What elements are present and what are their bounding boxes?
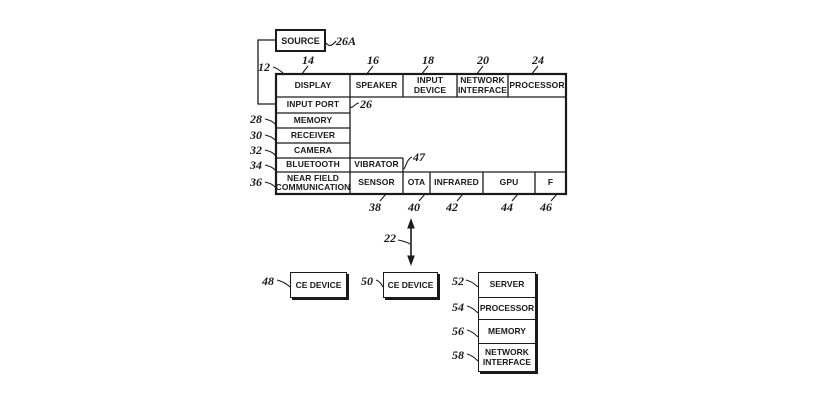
sensor-label: SENSOR	[358, 177, 395, 188]
display-label: DISPLAY	[294, 79, 332, 90]
receiver-cell: RECEIVER	[276, 128, 350, 143]
ref-label-52: 52	[452, 274, 464, 288]
server-label: SERVER	[489, 279, 525, 290]
ref-label-26a: 26A	[336, 34, 357, 48]
leader-54	[466, 305, 479, 314]
ref-label-20: 20	[477, 53, 489, 67]
ref-label-54: 54	[452, 300, 464, 314]
leader-48	[276, 279, 291, 288]
near-field-communication-cell: NEAR FIELD COMMUNICATION	[275, 172, 351, 194]
server-stack: SERVER PROCESSOR MEMORY NETWORK INTERFAC…	[478, 272, 536, 372]
source-box: SOURCE	[275, 29, 326, 52]
memory-label: MEMORY	[293, 114, 333, 125]
ce-device-box-48: CE DEVICE	[290, 272, 347, 298]
network-interface-label: NETWORK INTERFACE	[457, 75, 508, 95]
display-cell: DISPLAY	[276, 74, 350, 97]
near-field-communication-label: NEAR FIELD COMMUNICATION	[275, 172, 351, 192]
infrared-cell: INFRARED	[430, 172, 483, 194]
server-network-interface-label: NETWORK INTERFACE	[482, 347, 532, 367]
server-cell: SERVER	[479, 273, 535, 297]
ref-label-44: 44	[501, 200, 513, 214]
leader-50	[375, 279, 384, 288]
input-port-cell: INPUT PORT	[276, 97, 350, 113]
ref-label-50: 50	[361, 274, 373, 288]
ref-label-58: 58	[452, 348, 464, 362]
server-memory-label: MEMORY	[488, 325, 526, 336]
bluetooth-cell: BLUETOOTH	[276, 158, 350, 172]
gpu-label: GPU	[499, 177, 519, 188]
f-cell: F	[535, 172, 566, 194]
leader-58	[466, 353, 479, 362]
leader-32	[264, 149, 277, 157]
bluetooth-label: BLUETOOTH	[286, 159, 340, 170]
ref-label-48: 48	[262, 274, 274, 288]
processor-cell: PROCESSOR	[508, 74, 566, 97]
ref-label-46: 46	[540, 200, 552, 214]
infrared-label: INFRARED	[434, 177, 479, 188]
leader-22	[397, 239, 411, 245]
leader-26	[349, 102, 360, 108]
ref-label-30: 30	[250, 128, 262, 142]
leader-30	[264, 134, 277, 142]
input-port-label: INPUT PORT	[286, 99, 340, 110]
ref-label-40: 40	[408, 200, 420, 214]
ce-device-50-label: CE DEVICE	[387, 280, 434, 290]
vibrator-label: VIBRATOR	[354, 159, 399, 170]
speaker-label: SPEAKER	[355, 79, 398, 90]
camera-label: CAMERA	[294, 144, 332, 155]
processor-label: PROCESSOR	[509, 79, 565, 90]
input-device-label: INPUT DEVICE	[413, 75, 447, 95]
bidirectional-arrow-icon	[407, 218, 415, 266]
receiver-label: RECEIVER	[290, 129, 336, 140]
ref-label-28: 28	[250, 112, 262, 126]
leader-52	[465, 279, 479, 288]
ota-cell: OTA	[403, 172, 430, 194]
ref-label-16: 16	[367, 53, 379, 67]
camera-cell: CAMERA	[276, 143, 350, 158]
server-network-interface-cell: NETWORK INTERFACE	[479, 343, 535, 371]
server-processor-cell: PROCESSOR	[479, 297, 535, 319]
server-processor-label: PROCESSOR	[479, 302, 535, 313]
leader-26a	[325, 40, 337, 46]
ref-label-26: 26	[360, 97, 372, 111]
leader-34	[264, 164, 277, 172]
ref-label-22: 22	[384, 231, 396, 245]
f-label: F	[547, 177, 554, 188]
leader-36	[264, 181, 277, 189]
leader-56	[466, 329, 479, 338]
ref-label-34: 34	[250, 158, 262, 172]
ref-label-56: 56	[452, 324, 464, 338]
leader-28	[264, 118, 277, 126]
ref-label-14: 14	[302, 53, 314, 67]
network-interface-cell: NETWORK INTERFACE	[457, 74, 508, 97]
ce-device-box-50: CE DEVICE	[383, 272, 438, 298]
server-memory-cell: MEMORY	[479, 319, 535, 343]
input-device-cell: INPUT DEVICE	[403, 74, 457, 97]
ref-label-47: 47	[413, 150, 425, 164]
ref-label-24: 24	[532, 53, 544, 67]
speaker-cell: SPEAKER	[350, 74, 403, 97]
source-box-label: SOURCE	[281, 35, 320, 46]
ref-label-42: 42	[446, 200, 458, 214]
ref-label-38: 38	[369, 200, 381, 214]
leader-47	[403, 156, 413, 170]
sensor-cell: SENSOR	[350, 172, 403, 194]
memory-cell: MEMORY	[276, 113, 350, 128]
ota-label: OTA	[407, 177, 426, 188]
vibrator-cell: VIBRATOR	[350, 158, 403, 172]
ref-label-32: 32	[250, 143, 262, 157]
ce-device-48-label: CE DEVICE	[295, 280, 342, 290]
gpu-cell: GPU	[483, 172, 535, 194]
ref-label-36: 36	[250, 175, 262, 189]
ref-label-18: 18	[422, 53, 434, 67]
ref-label-12: 12	[258, 60, 270, 74]
